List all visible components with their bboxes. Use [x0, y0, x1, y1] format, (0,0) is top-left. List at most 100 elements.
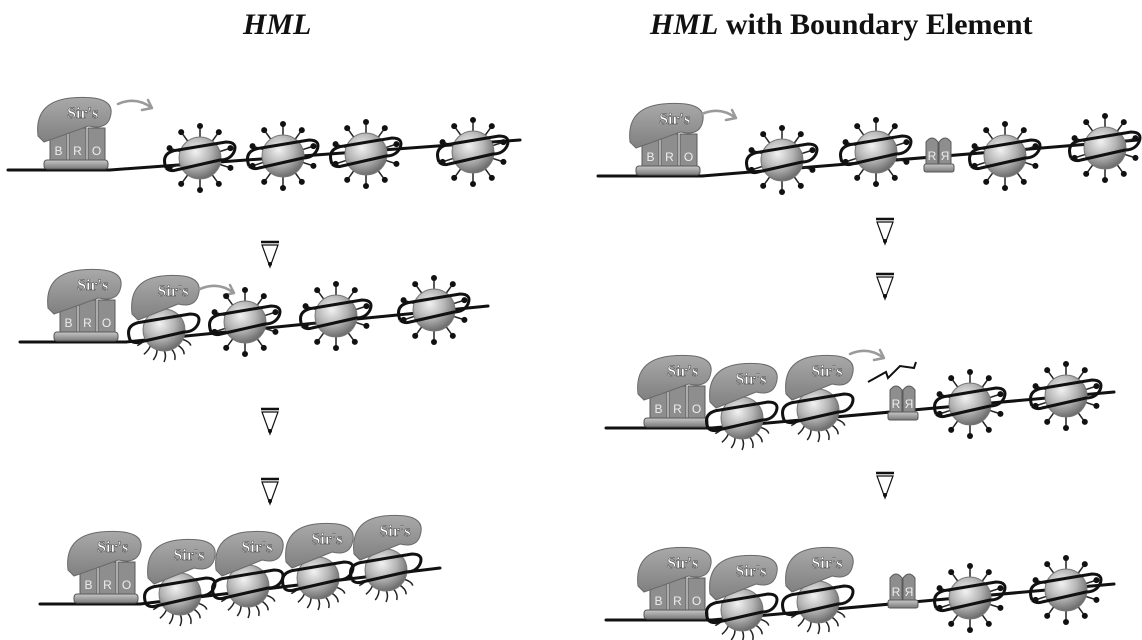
silencer-box-label: B — [84, 578, 92, 592]
dna-wrap — [208, 304, 282, 337]
nucleosome — [933, 563, 1007, 633]
acetyl-group — [1032, 162, 1039, 169]
histone-tail — [347, 291, 355, 301]
acetyl-group — [903, 158, 910, 165]
acetyl-group — [298, 127, 305, 134]
acetyl-group — [1020, 127, 1027, 134]
silencer-box — [87, 127, 106, 161]
acetyl-group — [760, 182, 767, 189]
sir-label: Sir's — [97, 539, 128, 556]
acetyl-group — [351, 287, 358, 294]
acetyl-group — [344, 176, 351, 183]
histone-tail — [817, 429, 821, 443]
acetyl-group — [363, 183, 369, 189]
histone-tail — [236, 604, 242, 617]
histone-tail — [454, 167, 462, 177]
acetyl-group — [249, 143, 256, 150]
histone-tail — [454, 127, 462, 137]
acetyl-group — [314, 287, 321, 294]
boundary-pad — [923, 163, 955, 173]
silencer-box-label: O — [684, 150, 693, 164]
histone-tail — [1123, 138, 1134, 143]
histone-tail — [301, 146, 312, 151]
acetyl-group — [500, 139, 507, 146]
acetyl-group — [967, 433, 973, 439]
acetyl-group — [449, 281, 456, 288]
histone-tail — [763, 135, 771, 145]
histone-tail — [335, 586, 346, 594]
dna-wrap — [436, 134, 510, 167]
histone-tail — [385, 589, 389, 603]
histone-tail — [981, 613, 989, 623]
histone-tail — [337, 159, 348, 164]
histone-tail — [317, 597, 321, 611]
acetyl-group — [431, 339, 437, 345]
histone-tail — [800, 150, 811, 155]
histone-tail — [759, 618, 770, 626]
acetyl-group — [280, 185, 286, 191]
acetyl-group — [903, 139, 910, 146]
histone-tail — [1047, 411, 1055, 421]
histone-tail — [721, 432, 730, 443]
histone-tail — [1076, 153, 1087, 158]
boundary-box-label: R — [904, 397, 913, 411]
silenced-nucleosome: Sir's — [127, 274, 201, 363]
boundary-box-label: R — [892, 585, 901, 599]
histone-tail — [1077, 565, 1085, 575]
acetyl-group — [223, 293, 230, 300]
histone-tail — [986, 131, 994, 141]
acetyl-group — [1002, 121, 1008, 127]
dna-wrap — [349, 552, 423, 585]
acetyl-group — [948, 569, 955, 576]
sir-protein-shape — [37, 96, 112, 143]
step-arrow-head — [261, 481, 279, 506]
acetyl-group — [178, 180, 185, 187]
sir-protein: Sir's — [215, 530, 284, 577]
silencer-pad — [635, 165, 701, 176]
sir-label: Sir's — [379, 523, 410, 540]
histone-tail — [294, 131, 302, 141]
step-arrow-head — [876, 276, 894, 301]
acetyl-group — [854, 174, 861, 181]
acetyl-group — [779, 189, 785, 195]
acetyl-group — [1081, 612, 1088, 619]
histone-tail — [1016, 171, 1024, 181]
acetyl-group — [948, 426, 955, 433]
histone-tail — [753, 165, 764, 170]
boundary-box — [938, 137, 952, 165]
step-arrow-dot — [268, 429, 272, 433]
silencer-pad — [73, 593, 139, 604]
boundary-box — [925, 137, 939, 165]
histone-tail — [143, 344, 152, 355]
acetyl-group — [314, 338, 321, 345]
nucleosome — [163, 123, 237, 193]
histone-tail — [1016, 131, 1024, 141]
acetyl-group — [873, 117, 879, 123]
acetyl-group — [797, 131, 804, 138]
sir-protein-shape — [629, 102, 704, 149]
acetyl-group — [842, 139, 849, 146]
sir-label: Sir's — [735, 563, 766, 580]
silencer-box-label: O — [122, 578, 131, 592]
sir-protein-shape — [131, 274, 200, 321]
histone-tail — [197, 602, 208, 610]
boundary-pad — [887, 411, 919, 421]
sir-label: Sir's — [67, 105, 98, 122]
histone-tail — [763, 175, 771, 185]
histone-tail — [1023, 146, 1034, 151]
sir-protein-shape — [47, 268, 122, 315]
dna-wrap — [745, 142, 819, 175]
acetyl-group — [1093, 402, 1100, 409]
acetyl-group — [1063, 361, 1069, 367]
acetyl-group — [351, 338, 358, 345]
sir-label: Sir's — [173, 547, 204, 564]
acetyl-group — [1002, 185, 1008, 191]
acetyl-group — [500, 158, 507, 165]
step-arrow — [876, 217, 894, 246]
step-arrow-head — [876, 221, 894, 246]
histone-tail — [824, 620, 830, 633]
histone-tail — [830, 616, 839, 627]
histone-tail — [226, 337, 234, 347]
histone-tail — [754, 624, 763, 635]
spread-arrow — [198, 283, 236, 297]
